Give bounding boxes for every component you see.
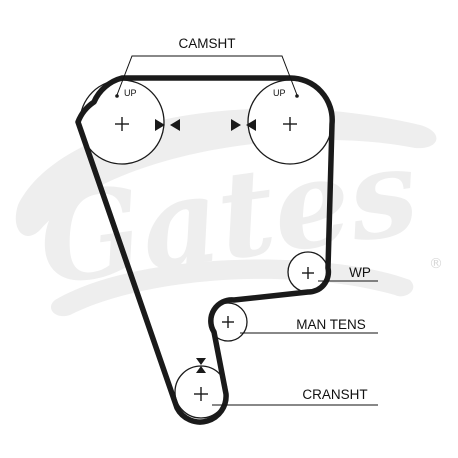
right-cam-center-cross (283, 117, 297, 131)
tensioner-center-cross (222, 316, 234, 328)
crank-timing-mark-bottom (196, 366, 206, 373)
watermark-registered-mark: ® (429, 256, 443, 272)
crank-center-cross (194, 387, 208, 401)
right-head-timing-mark (231, 119, 241, 131)
right-cam-up-label: UP (273, 88, 286, 98)
gates-watermark-logo: Gates ® (15, 108, 443, 317)
camshaft-leader-line (116, 55, 298, 96)
timing-belt (75, 75, 335, 425)
crank-timing-mark-top (196, 358, 206, 365)
left-cam-timing-mark (155, 119, 165, 131)
tensioner-label: MAN TENS (296, 317, 366, 332)
left-cam-center-cross (115, 117, 129, 131)
water-pump-label: WP (349, 265, 371, 280)
right-cam-up-marker: UP (273, 88, 299, 98)
left-head-timing-mark (170, 119, 180, 131)
wp-center-cross (302, 267, 314, 279)
left-cam-up-marker: UP (115, 88, 137, 98)
crankshaft-label: CRANSHT (302, 387, 367, 402)
left-cam-up-label: UP (124, 88, 137, 98)
camshaft-label: CAMSHT (179, 36, 236, 51)
right-cam-timing-mark (246, 119, 256, 131)
